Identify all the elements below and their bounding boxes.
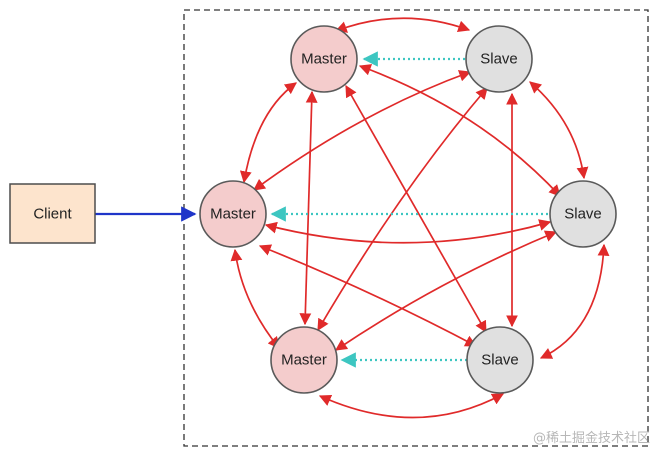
link-master1-slave3 <box>345 84 487 334</box>
cluster-bus-links <box>230 17 610 419</box>
slave-node-top-label: Slave <box>480 51 518 68</box>
slave-node-bottom-circle <box>466 326 534 394</box>
master-node-top[interactable]: Master <box>290 25 358 93</box>
master-node-bottom[interactable]: Master <box>270 326 338 394</box>
link-slave1-master3 <box>317 87 488 332</box>
link-master3-master2 <box>230 248 280 349</box>
slave-node-middle-label: Slave <box>564 206 602 223</box>
link-master1-slave2 <box>358 64 561 197</box>
master-node-top-circle <box>290 25 358 93</box>
master-node-bottom-label: Master <box>281 352 327 369</box>
master-node-middle[interactable]: Master <box>199 180 267 248</box>
slave-node-top[interactable]: Slave <box>465 25 533 93</box>
master-node-middle-circle <box>199 180 267 248</box>
master-node-top-label: Master <box>301 51 347 68</box>
link-slave3-master3 <box>318 393 505 419</box>
link-slave1-master2 <box>253 70 472 191</box>
client-box <box>9 183 96 244</box>
slave-node-middle-circle <box>549 180 617 248</box>
link-master2-master1 <box>239 82 297 184</box>
link-slave2-slave3 <box>539 243 610 359</box>
link-master1-slave1 <box>334 17 471 33</box>
client-label: Client <box>33 206 72 223</box>
link-master2-slave3 <box>258 244 478 347</box>
link-slave1-slave2 <box>529 81 589 180</box>
slave-node-top-circle <box>465 25 533 93</box>
master-node-bottom-circle <box>270 326 338 394</box>
cluster-boundary <box>183 9 649 447</box>
slave-node-bottom-label: Slave <box>481 352 519 369</box>
client-node[interactable]: Client <box>9 183 96 244</box>
slave-node-middle[interactable]: Slave <box>549 180 617 248</box>
link-master3-slave2 <box>335 230 558 351</box>
watermark-text: @稀土掘金技术社区 <box>533 430 650 446</box>
link-master1-master3 <box>299 90 318 326</box>
slave-node-bottom[interactable]: Slave <box>466 326 534 394</box>
replication-links <box>270 51 548 368</box>
master-node-middle-label: Master <box>210 206 256 223</box>
